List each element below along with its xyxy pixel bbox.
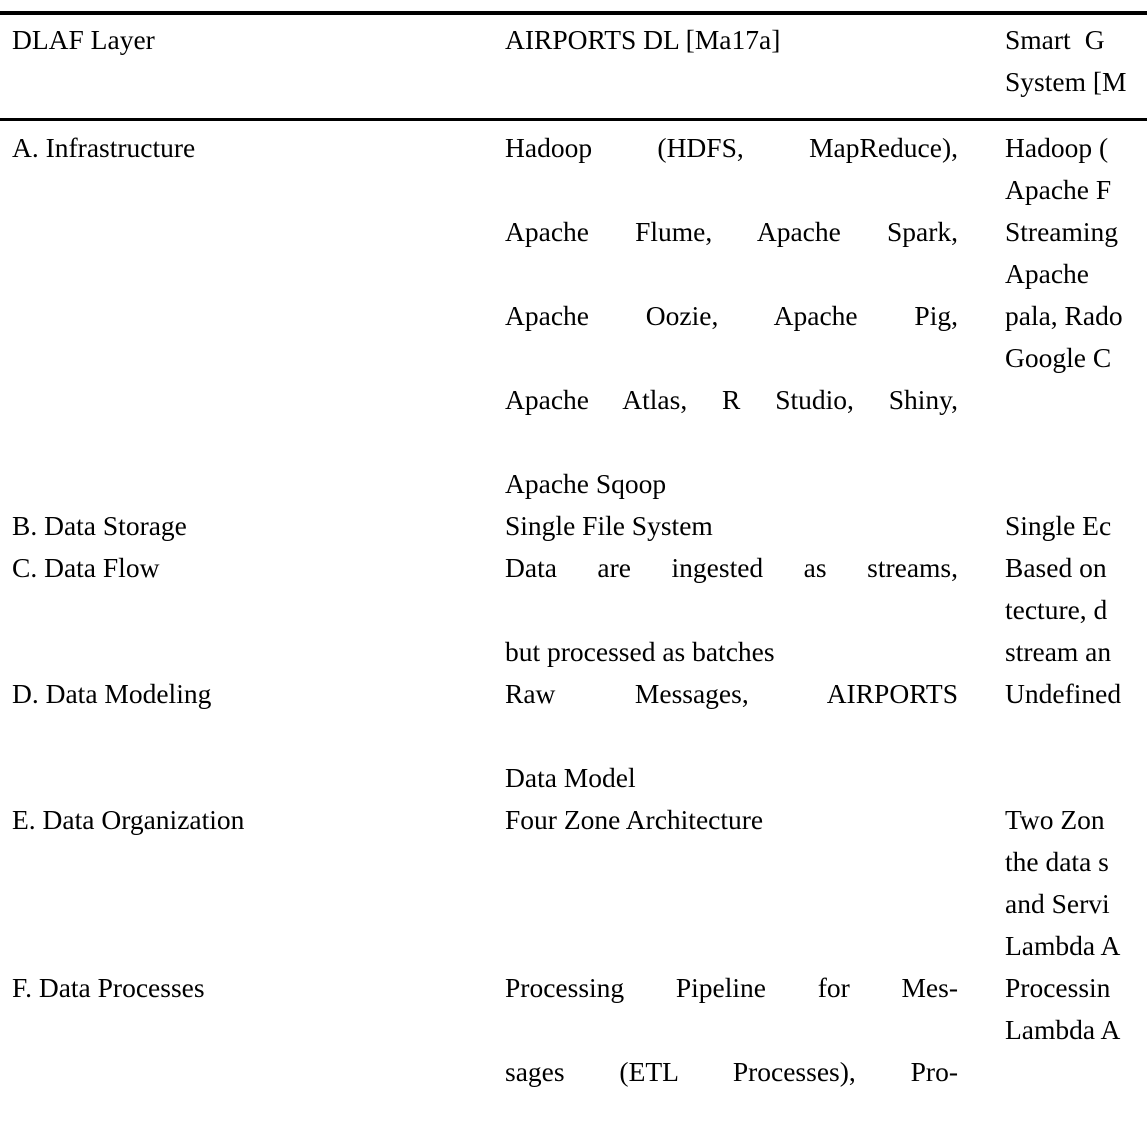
cell-text-line: but processed as batches <box>505 636 775 667</box>
cell-text-line: Lambda A <box>1005 1014 1121 1045</box>
cell-airports-dl: Data are ingested as streams, but process… <box>493 547 998 673</box>
header-text: AIRPORTS DL [Ma17a] <box>505 24 781 55</box>
cell-text-line: stream an <box>1005 636 1112 667</box>
cell-text-line: Data Model <box>505 762 636 793</box>
table-row: D. Data Modeling Raw Messages, AIRPORTS Da… <box>0 673 1147 799</box>
header-text: DLAF Layer <box>12 24 155 55</box>
cell-dlaf-layer: B. Data Storage <box>0 505 493 547</box>
table-top-rule <box>0 11 1147 15</box>
layer-label: B. Data Storage <box>12 510 187 541</box>
layer-label: F. Data Processes <box>12 972 205 1003</box>
cell-text-line: Processin <box>1005 972 1111 1003</box>
layer-label: A. Infrastructure <box>12 132 196 163</box>
cell-smart-grid-system: Undefined <box>998 673 1147 799</box>
cell-text-line: Single File System <box>505 510 713 541</box>
column-header-dlaf-layer: DLAF Layer <box>0 0 493 104</box>
cell-text-line: and Servi <box>1005 888 1110 919</box>
table-body: A. Infrastructure Hadoop (HDFS, MapReduce… <box>0 104 1147 1134</box>
cell-text-line: Streaming <box>1005 216 1119 247</box>
cell-text-line: Apache F <box>1005 174 1112 205</box>
cell-text-line: Undefined <box>1005 678 1122 709</box>
cell-airports-dl: Raw Messages, AIRPORTS Data Model <box>493 673 998 799</box>
cell-text-line: Apache Flume, Apache Spark, <box>505 216 958 247</box>
cell-smart-grid-system: Based on tecture, d stream an <box>998 547 1147 673</box>
cell-airports-dl: Four Zone Architecture <box>493 799 998 967</box>
cell-smart-grid-system: Single Ec <box>998 505 1147 547</box>
cell-text-line: Data are ingested as streams, <box>505 552 958 583</box>
cell-text-line: Apache Sqoop <box>505 468 667 499</box>
header-text-line-2: System [M <box>1005 66 1127 97</box>
cell-dlaf-layer: D. Data Modeling <box>0 673 493 799</box>
cell-dlaf-layer: C. Data Flow <box>0 547 493 673</box>
table-row: A. Infrastructure Hadoop (HDFS, MapReduce… <box>0 104 1147 505</box>
cell-airports-dl: Hadoop (HDFS, MapReduce), Apache Flume, A… <box>493 104 998 505</box>
cell-text-line: sages (ETL Processes), Pro- <box>505 1056 958 1087</box>
cell-text-line: Hadoop ( <box>1005 132 1109 163</box>
cell-text-line: pala, Rado <box>1005 300 1123 331</box>
cell-text-line: Single Ec <box>1005 510 1112 541</box>
cell-text-line: the data s <box>1005 846 1109 877</box>
cell-dlaf-layer: E. Data Organization <box>0 799 493 967</box>
cell-text-line: Based on <box>1005 552 1107 583</box>
cell-text-line: Two Zon <box>1005 804 1105 835</box>
cell-dlaf-layer: F. Data Processes <box>0 967 493 1134</box>
table-row: E. Data Organization Four Zone Architectu… <box>0 799 1147 967</box>
table-header-rule <box>0 118 1147 121</box>
layer-label: C. Data Flow <box>12 552 160 583</box>
cell-text-line: Google C <box>1005 342 1112 373</box>
cell-text-line: Processing Pipeline for Mes- <box>505 972 958 1003</box>
table-row: B. Data Storage Single File System Single … <box>0 505 1147 547</box>
cell-text-line: Apache <box>1005 258 1089 289</box>
cell-airports-dl: Processing Pipeline for Mes-sages (ETL P… <box>493 967 998 1134</box>
cell-text-line: Lambda A <box>1005 930 1121 961</box>
cell-dlaf-layer: A. Infrastructure <box>0 104 493 505</box>
column-header-airports-dl: AIRPORTS DL [Ma17a] <box>493 0 998 104</box>
layer-label: D. Data Modeling <box>12 678 212 709</box>
layer-label: E. Data Organization <box>12 804 245 835</box>
cell-text-line: tecture, d <box>1005 594 1108 625</box>
cell-text-line: Four Zone Architecture <box>505 804 764 835</box>
cell-text-line: Apache Atlas, R Studio, Shiny, <box>505 384 958 415</box>
cell-airports-dl: Single File System <box>493 505 998 547</box>
cell-text-line: Raw Messages, AIRPORTS <box>505 678 958 709</box>
table-row: C. Data Flow Data are ingested as streams… <box>0 547 1147 673</box>
cell-text-line: Hadoop (HDFS, MapReduce), <box>505 132 958 163</box>
table-row: F. Data Processes Processing Pipeline for… <box>0 967 1147 1134</box>
cell-text-line: Apache Oozie, Apache Pig, <box>505 300 958 331</box>
